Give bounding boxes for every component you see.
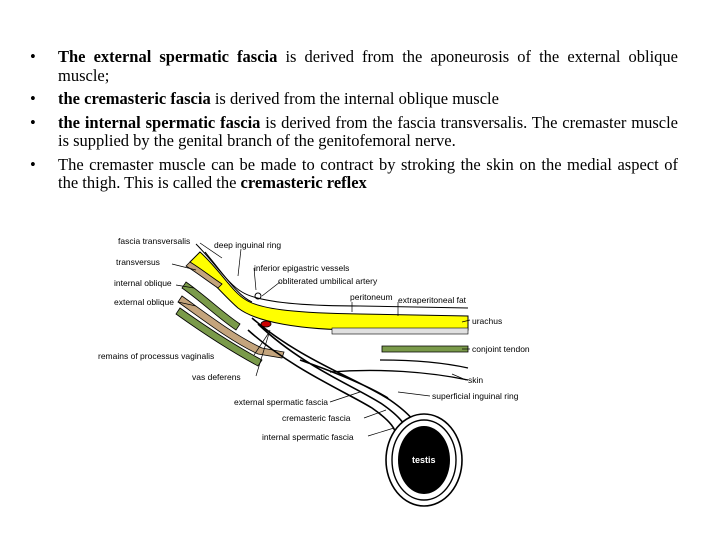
bullet-text: is derived from the aponeurosis of the e… bbox=[58, 47, 678, 85]
testis bbox=[398, 426, 450, 494]
bullet-marker: • bbox=[30, 47, 36, 66]
fascia-transversalis-line bbox=[204, 251, 253, 303]
label-internal-oblique: internal oblique bbox=[114, 278, 172, 288]
label-obliterated-umbilical-artery: obliterated umbilical artery bbox=[278, 276, 378, 286]
bullet-cremasteric-reflex: • The cremaster muscle can be made to co… bbox=[30, 154, 678, 193]
skin-line bbox=[329, 359, 469, 381]
bullet-term: the cremasteric fascia bbox=[58, 89, 211, 108]
label-cremasteric-fascia: cremasteric fascia bbox=[282, 413, 351, 423]
bullet-cremasteric-fascia: • the cremasteric fascia is derived from … bbox=[30, 89, 678, 109]
label-testis: testis bbox=[412, 455, 436, 465]
label-inferior-epigastric-vessels: inferior epigastric vessels bbox=[254, 263, 349, 273]
bullet-term: cremasteric reflex bbox=[240, 173, 367, 192]
bullet-text: is derived from the internal oblique mus… bbox=[210, 89, 499, 108]
bullet-marker: • bbox=[30, 112, 36, 132]
bullet-marker: • bbox=[30, 154, 36, 174]
bullet-text: The cremaster muscle can be made to cont… bbox=[58, 154, 678, 192]
label-deep-inguinal-ring: deep inguinal ring bbox=[214, 240, 281, 250]
label-external-oblique: external oblique bbox=[114, 297, 174, 307]
obliterated-umbilical-artery bbox=[331, 327, 469, 335]
bullet-text: is derived from the fascia transversalis… bbox=[58, 112, 678, 150]
label-remains-of-processus-vaginalis: remains of processus vaginalis bbox=[98, 351, 214, 361]
label-vas-deferens: vas deferens bbox=[192, 372, 241, 382]
bullet-term: the internal spermatic fascia bbox=[58, 112, 261, 132]
bullet-external-spermatic-fascia: • The external spermatic fascia is derive… bbox=[30, 47, 678, 85]
label-fascia-transversalis: fascia transversalis bbox=[118, 236, 190, 246]
label-transversus: transversus bbox=[116, 257, 160, 267]
epigastric-vessels-marker bbox=[254, 292, 262, 300]
external-oblique-layer bbox=[177, 295, 285, 359]
label-extraperitoneal-fat: extraperitoneal fat bbox=[398, 295, 467, 305]
internal-oblique-muscle bbox=[181, 281, 241, 331]
conjoint-tendon bbox=[381, 345, 469, 353]
peritoneum-line bbox=[195, 243, 469, 309]
bullet-marker: • bbox=[30, 89, 36, 108]
leader-lines bbox=[171, 242, 471, 437]
label-internal-spermatic-fascia: internal spermatic fascia bbox=[262, 432, 354, 442]
label-skin: skin bbox=[468, 375, 483, 385]
bullet-internal-spermatic-fascia: • the internal spermatic fascia is derive… bbox=[30, 112, 678, 151]
label-urachus: urachus bbox=[472, 316, 502, 326]
transversus-muscle bbox=[185, 261, 223, 289]
label-external-spermatic-fascia: external spermatic fascia bbox=[234, 397, 328, 407]
bullet-list: • The external spermatic fascia is derive… bbox=[30, 47, 678, 198]
label-peritoneum: peritoneum bbox=[350, 292, 393, 302]
spermatic-cord-coverings bbox=[247, 317, 421, 437]
label-superficial-inguinal-ring: superficial inguinal ring bbox=[432, 391, 519, 401]
label-conjoint-tendon: conjoint tendon bbox=[472, 344, 530, 354]
bullet-term: The external spermatic fascia bbox=[58, 47, 278, 66]
external-oblique-aponeurosis bbox=[175, 307, 263, 367]
vas-deferens-marker bbox=[260, 320, 272, 328]
